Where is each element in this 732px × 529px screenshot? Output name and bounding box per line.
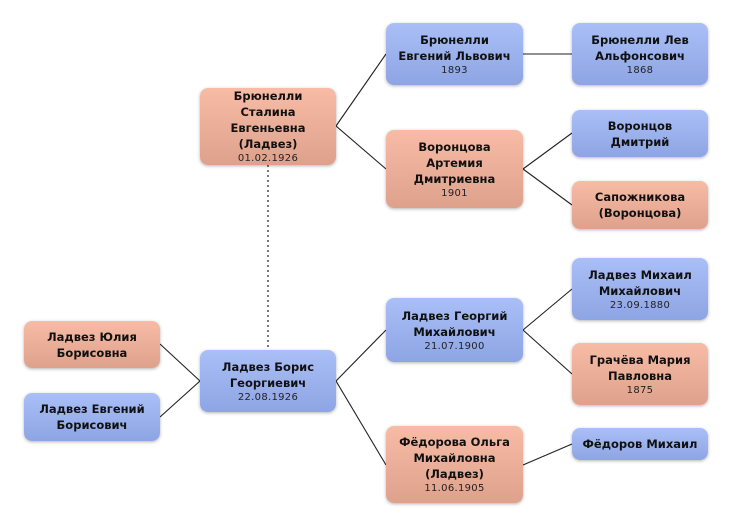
person-name: Ладвез Борис Георгиевич <box>221 359 315 390</box>
person-card[interactable]: Грачёва Мария Павловна 1875 <box>572 343 708 405</box>
person-card[interactable]: Ладвез Евгений Борисович <box>24 393 160 441</box>
link-georgy-mikhail <box>522 288 573 331</box>
person-date: 01.02.1926 <box>237 153 299 164</box>
person-date: 22.08.1926 <box>237 391 299 403</box>
person-name: Ладвез Георгий Михайлович <box>401 308 508 339</box>
person-date: 1901 <box>441 187 468 199</box>
person-card[interactable]: Фёдоров Михаил <box>572 428 708 460</box>
person-card[interactable]: Ладвез Борис Георгиевич 22.08.1926 <box>200 350 336 412</box>
person-card[interactable]: Брюнелли Лев Альфонсович 1868 <box>572 23 708 85</box>
link-evgenyb-boris <box>159 380 201 418</box>
person-card[interactable]: Сапожникова (Воронцова) <box>572 181 708 229</box>
person-name: Воронцов Дмитрий <box>607 118 673 149</box>
link-georgy-maria <box>522 329 573 375</box>
person-name: Сапожникова (Воронцова) <box>594 190 686 220</box>
person-date: 21.07.1900 <box>424 340 485 352</box>
link-artemia-sapozhnikova <box>522 168 573 206</box>
person-name: Брюнелли Лев Альфонсович <box>591 32 689 63</box>
link-artemia-vorontsov <box>522 132 573 170</box>
person-card[interactable]: Брюнелли Сталина Евгеньевна (Ладвез) 01.… <box>200 88 336 165</box>
person-name: Брюнелли Евгений Львович <box>398 32 511 63</box>
person-name: Фёдоров Михаил <box>582 437 698 451</box>
person-name: Воронцова Артемия Дмитриевна <box>413 139 496 186</box>
person-card[interactable]: Воронцов Дмитрий <box>572 110 708 157</box>
person-date: 23.09.1880 <box>609 299 671 311</box>
person-card[interactable]: Ладвез Юлия Борисовна <box>24 321 160 368</box>
link-olga-fedorov <box>522 443 573 466</box>
person-card[interactable]: Брюнелли Евгений Львович 1893 <box>386 23 523 85</box>
person-date: 1875 <box>626 384 654 396</box>
person-name: Грачёва Мария Павловна <box>589 352 691 383</box>
person-card[interactable]: Ладвез Михаил Михайлович 23.09.1880 <box>572 258 708 320</box>
person-name: Брюнелли Сталина Евгеньевна (Ладвез) <box>230 89 306 151</box>
link-boris-georgy <box>335 329 387 382</box>
person-name: Ладвез Евгений Борисович <box>39 402 145 432</box>
person-name: Фёдорова Ольга Михайловна (Ладвез) <box>399 435 510 481</box>
person-card[interactable]: Фёдорова Ольга Михайловна (Ладвез) 11.06… <box>386 426 523 503</box>
person-card[interactable]: Воронцова Артемия Дмитриевна 1901 <box>386 130 523 208</box>
link-boris-olga <box>335 380 387 466</box>
person-date: 1868 <box>626 64 654 76</box>
person-date: 1893 <box>441 64 468 76</box>
person-date: 11.06.1905 <box>424 483 485 494</box>
person-name: Ладвез Михаил Михайлович <box>588 267 692 298</box>
link-stalina-artemia <box>335 125 387 170</box>
person-card[interactable]: Ладвез Георгий Михайлович 21.07.1900 <box>386 298 523 362</box>
link-stalina-evgeny <box>335 53 387 127</box>
person-name: Ладвез Юлия Борисовна <box>47 329 137 360</box>
link-yulia-boris <box>159 343 201 382</box>
